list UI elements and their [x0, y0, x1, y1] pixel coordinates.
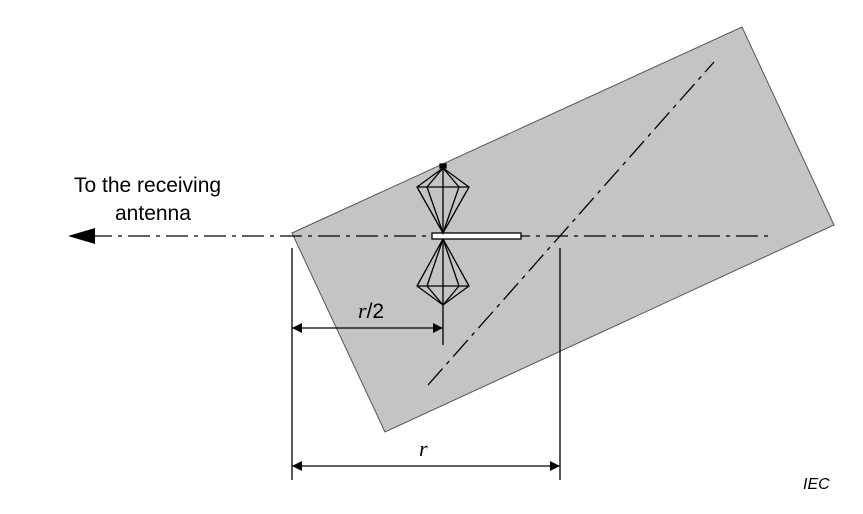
biconical-antenna-icon [416, 163, 470, 345]
rotated-ground-plane [291, 26, 835, 433]
axis-arrowhead [68, 228, 95, 244]
half-distance-suffix: /2 [367, 300, 385, 323]
direction-label-line1: To the receiving [74, 174, 221, 197]
half-distance-label: r/2 [358, 298, 384, 323]
antenna-rod [431, 232, 522, 240]
plane-diagonal-line [427, 61, 715, 386]
distance-label: r [419, 436, 428, 461]
direction-label-line2: antenna [115, 202, 191, 225]
half-distance-symbol: r [358, 298, 367, 323]
iec-watermark: IEC [803, 476, 830, 493]
